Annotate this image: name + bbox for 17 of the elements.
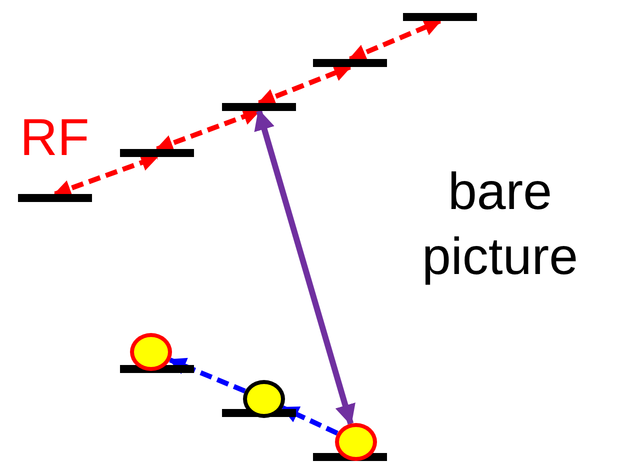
energy-level-bar <box>403 13 477 21</box>
arrow <box>281 405 338 436</box>
arrow <box>168 358 246 394</box>
energy-level-bar <box>313 59 387 67</box>
arrow <box>254 108 356 426</box>
energy-level-bar <box>120 149 194 157</box>
arrow <box>348 18 442 62</box>
arrow <box>53 154 159 197</box>
particle-dot <box>130 333 172 371</box>
particle-dot <box>243 380 285 418</box>
annotation-text: bare picture <box>420 162 580 288</box>
arrow <box>155 108 261 152</box>
rf-label: RF <box>20 112 90 164</box>
energy-level-bar <box>18 194 92 202</box>
energy-level-bar <box>222 103 296 111</box>
arrow <box>257 64 352 106</box>
particle-dot <box>335 423 377 461</box>
